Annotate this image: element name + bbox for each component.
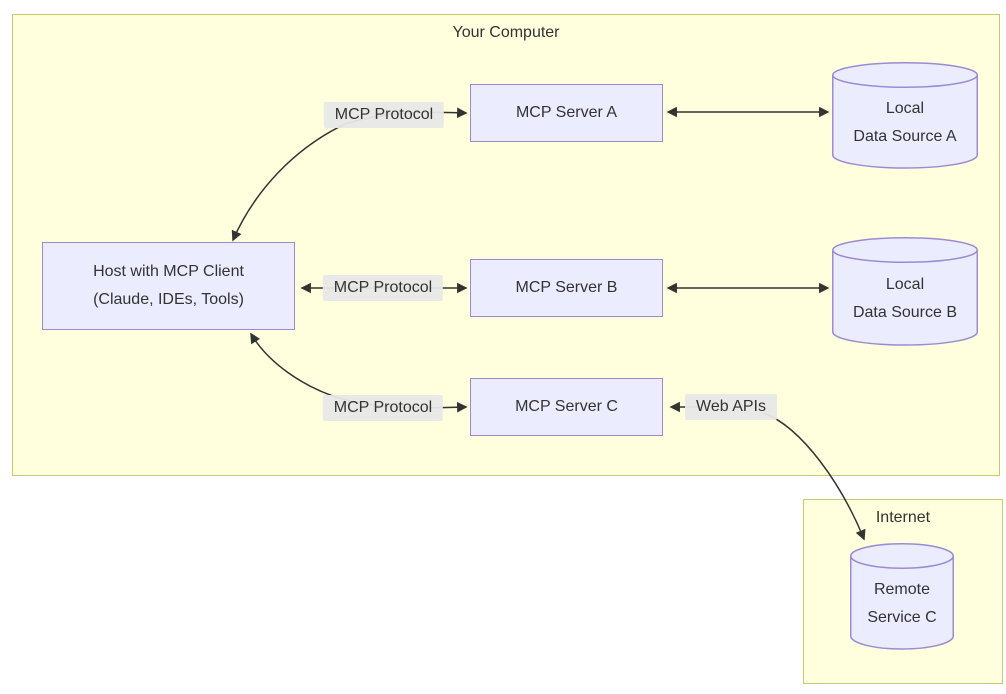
subgraph-internet-title: Internet <box>875 509 931 526</box>
node-remote-service-c: Remote Service C <box>850 543 954 650</box>
cylinder-shape <box>832 62 978 169</box>
subgraph-your-computer-title: Your Computer <box>452 24 560 41</box>
edge-label-mcp-protocol-a: MCP Protocol <box>323 102 445 128</box>
node-local-data-source-b: Local Data Source B <box>832 237 978 346</box>
node-mcp-server-c: MCP Server C <box>470 378 663 436</box>
cylinder-shape <box>832 237 978 346</box>
node-host-with-mcp-client: Host with MCP Client (Claude, IDEs, Tool… <box>42 242 295 330</box>
node-mcp-server-b: MCP Server B <box>470 259 663 317</box>
node-local-data-source-a-label: Local Data Source A <box>853 99 957 145</box>
edge-label-web-apis: Web APIs <box>685 394 777 420</box>
cylinder-shape <box>850 543 954 650</box>
node-local-data-source-a: Local Data Source A <box>832 62 978 169</box>
node-mcp-server-a: MCP Server A <box>470 84 663 142</box>
edge-label-mcp-protocol-b: MCP Protocol <box>322 275 444 301</box>
node-local-data-source-b-label: Local Data Source B <box>852 275 958 321</box>
edge-label-mcp-protocol-c: MCP Protocol <box>322 395 444 421</box>
node-remote-service-c-label: Remote Service C <box>867 580 937 626</box>
